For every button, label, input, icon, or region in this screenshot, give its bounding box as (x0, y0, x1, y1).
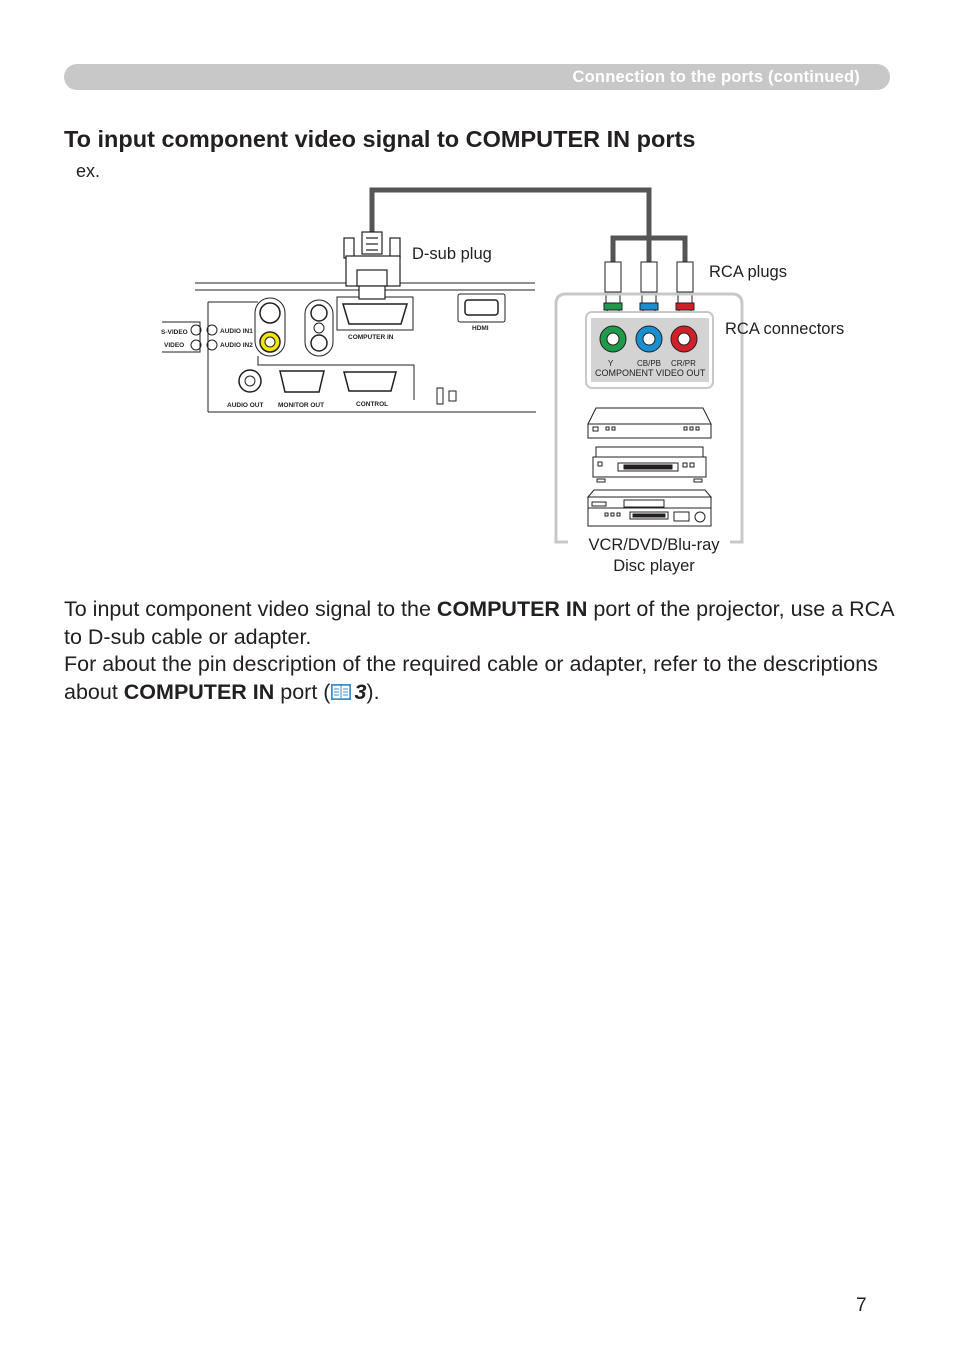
vcr-device-icon (587, 407, 712, 439)
device-label-line2: Disc player (613, 557, 695, 575)
rca-connectors-label: RCA connectors (725, 320, 844, 338)
device-label-line1: VCR/DVD/Blu-ray (588, 536, 720, 554)
computer-in-bold: COMPUTER IN (436, 597, 588, 621)
audio-out-label: AUDIO OUT (227, 402, 264, 409)
component-video-out-label: COMPONENT VIDEO OUT (595, 368, 706, 378)
dsub-plug-label: D-sub plug (412, 245, 492, 263)
projector-panel (162, 282, 536, 413)
y-label: Y (608, 359, 614, 368)
book-icon (330, 682, 352, 710)
page-number: 7 (856, 1295, 867, 1316)
device-bracket (554, 292, 744, 544)
audio-in1-label: AUDIO IN1 (220, 328, 253, 335)
hdmi-label: HDMI (472, 325, 489, 332)
video-label: VIDEO (164, 342, 184, 349)
dvd-player-icon (592, 446, 707, 483)
blu-ray-player-icon (586, 489, 713, 527)
panel-labels: S-VIDEO VIDEO AUDIO IN1 AUDIO IN2 COMPUT… (161, 325, 489, 409)
monitor-out-label: MONITOR OUT (278, 402, 324, 409)
section-header-bar: Connection to the ports (continued) (64, 64, 890, 90)
dsub-plug-icon (343, 231, 401, 300)
component-video-out-panel: Y CB/PB CR/PR COMPONENT VIDEO OUT (585, 311, 714, 389)
cr-pr-label: CR/PR (671, 359, 696, 368)
audio-in2-label: AUDIO IN2 (220, 342, 253, 349)
s-video-label: S-VIDEO (161, 329, 188, 336)
computer-in-bold: COMPUTER IN (123, 679, 275, 704)
computer-in-label: COMPUTER IN (348, 334, 394, 341)
rca-plugs-label: RCA plugs (709, 263, 787, 281)
body-text: To input component video signal to the C… (64, 596, 904, 709)
paragraph-2: For about the pin description of the req… (64, 651, 904, 709)
cb-pb-label: CB/PB (637, 359, 661, 368)
rca-to-dsub-cable (369, 187, 688, 262)
example-label: ex. (76, 161, 101, 181)
page-reference-link[interactable]: 3 (354, 679, 367, 704)
page-title: To input component video signal to COMPU… (64, 126, 696, 152)
section-header-text: Connection to the ports (continued) (572, 68, 860, 86)
paragraph-1: To input component video signal to the C… (64, 597, 894, 649)
connection-diagram: S-VIDEO VIDEO AUDIO IN1 AUDIO IN2 COMPUT… (161, 187, 844, 575)
control-label: CONTROL (356, 401, 388, 408)
